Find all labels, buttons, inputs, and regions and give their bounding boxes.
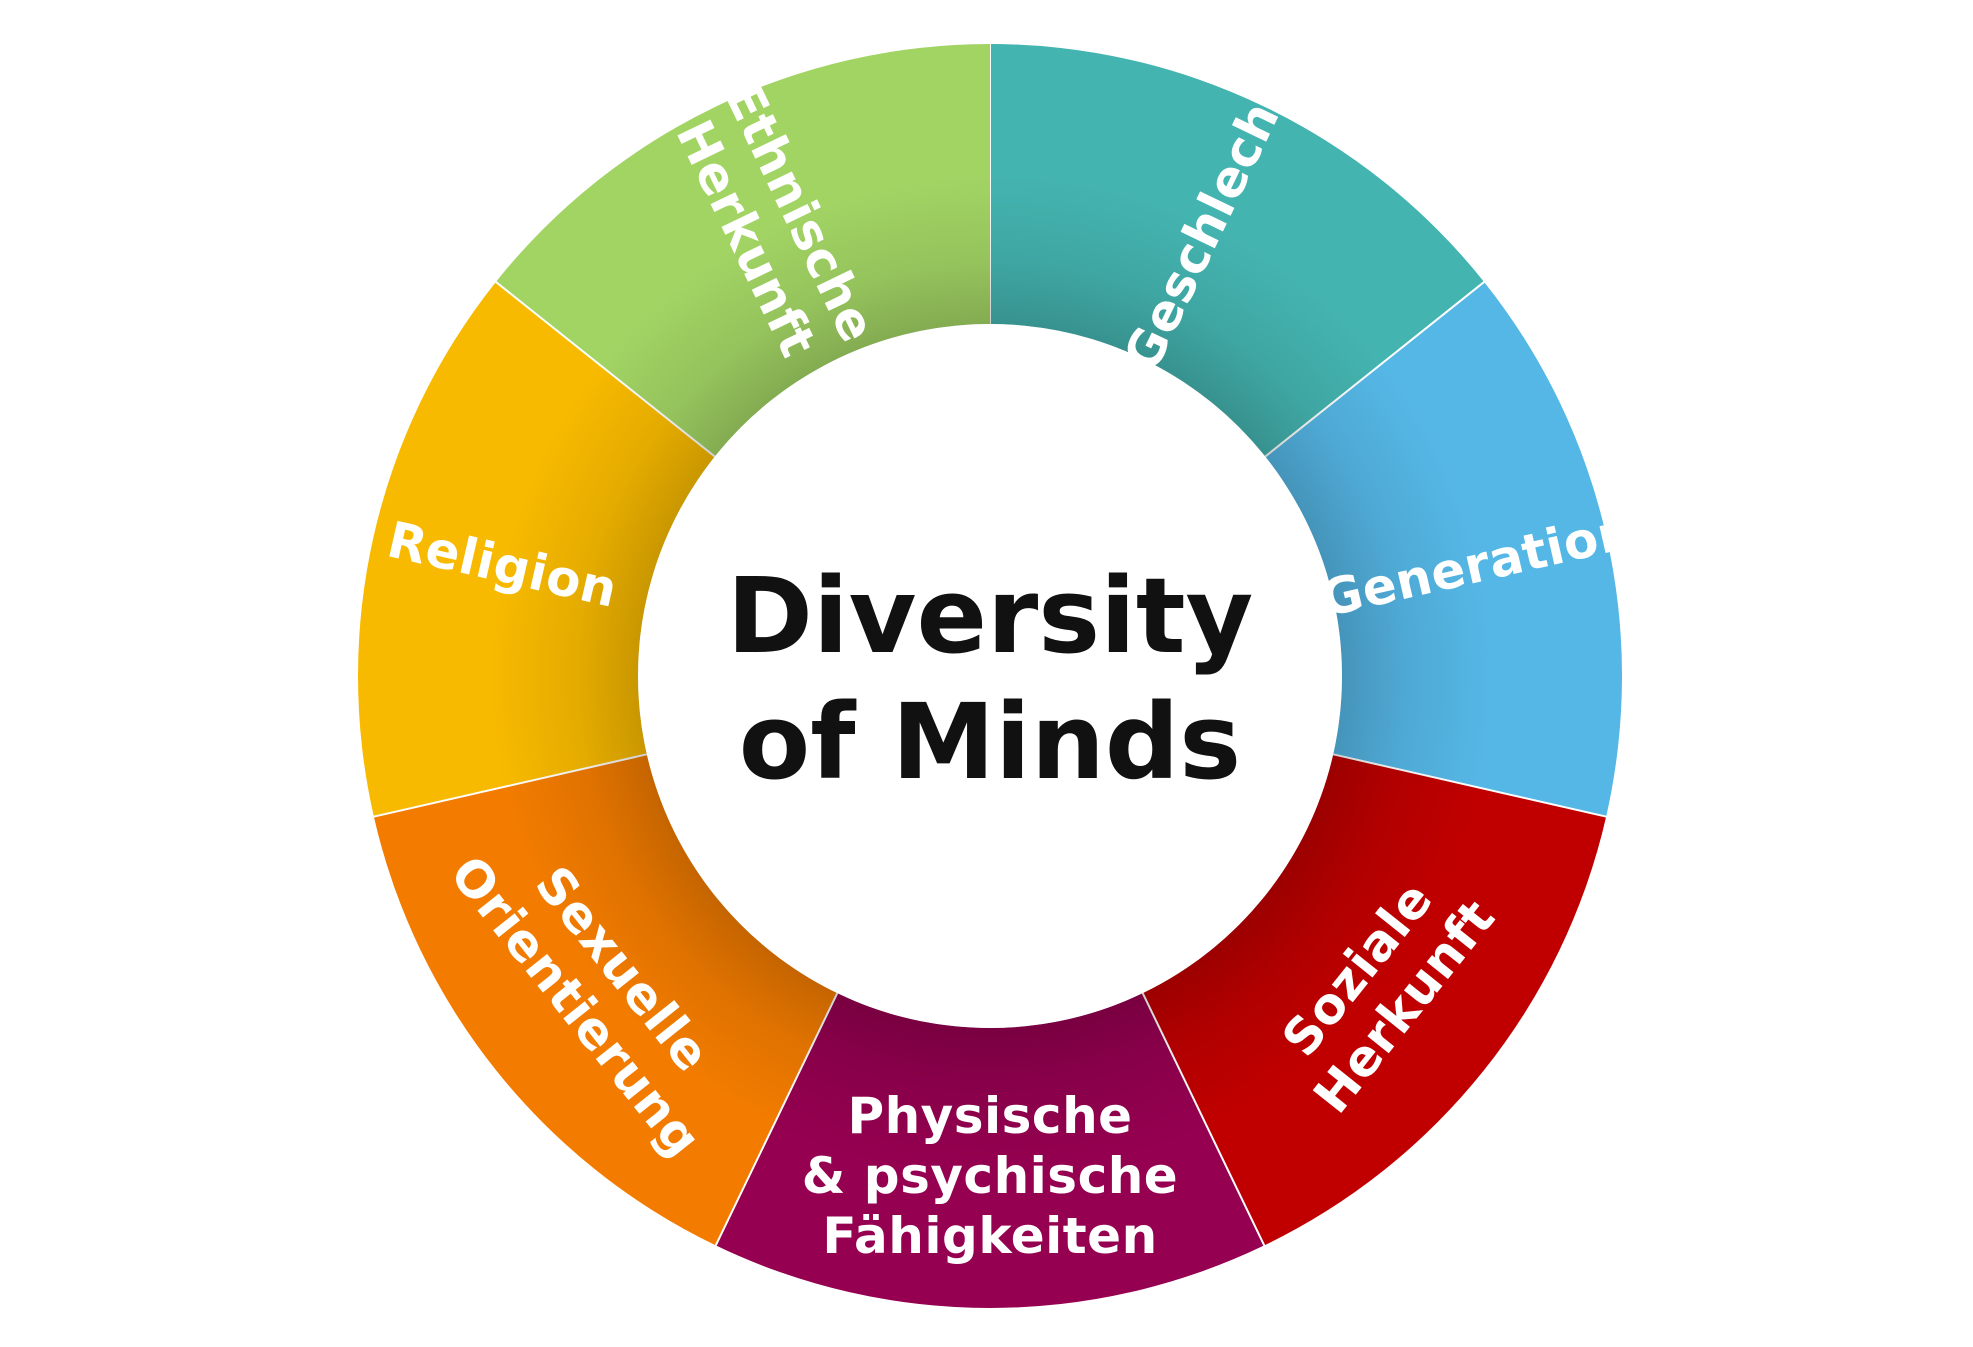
center-title-line2: of Minds — [739, 681, 1241, 803]
segment-label-line: Fähigkeiten — [822, 1207, 1157, 1265]
center-title-line1: Diversity — [727, 555, 1254, 677]
segment-label-line: Physische — [847, 1087, 1132, 1145]
center-circle — [638, 324, 1342, 1028]
segment-label-line: & psychische — [802, 1147, 1178, 1205]
